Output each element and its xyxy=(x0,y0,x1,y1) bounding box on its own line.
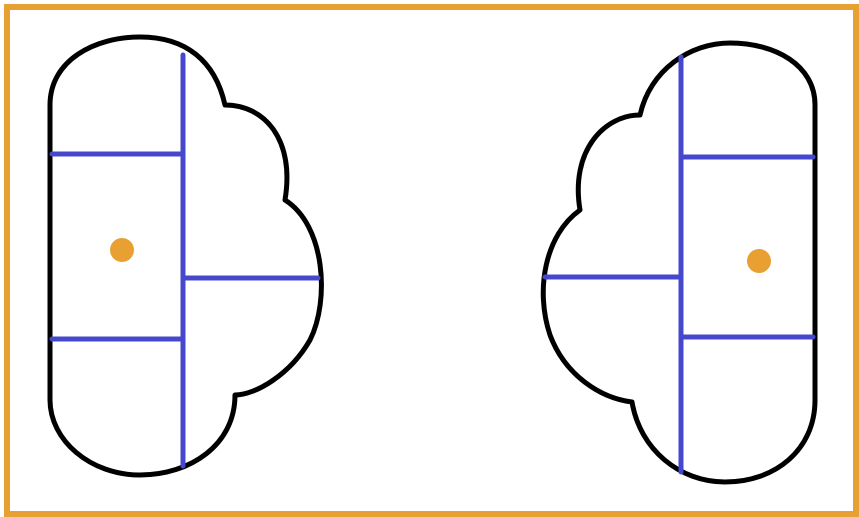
left-cloud xyxy=(50,37,321,475)
left-cloud-outline xyxy=(50,37,321,475)
right-cloud xyxy=(543,43,815,482)
right-cloud-dot xyxy=(747,249,771,273)
left-cloud-dot xyxy=(110,238,134,262)
